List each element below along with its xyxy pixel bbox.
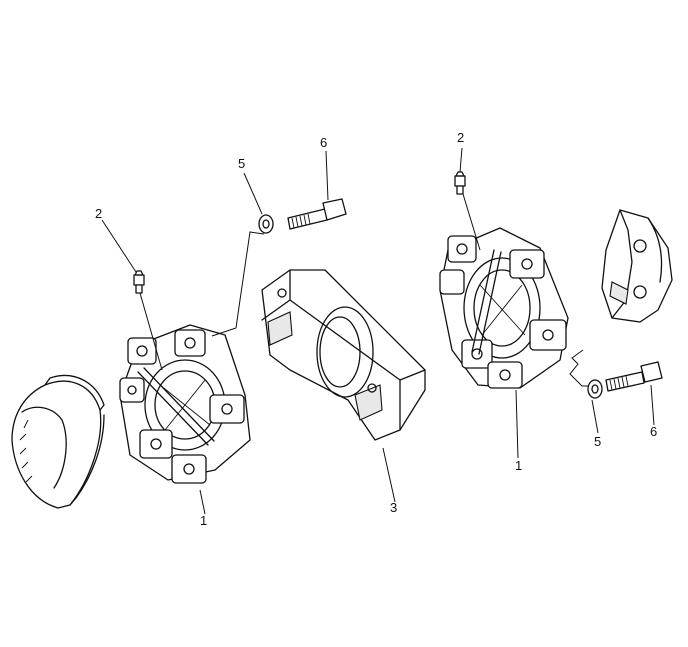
left-splined-flange (11, 374, 105, 509)
bottom-washer (587, 379, 603, 399)
callout-3: 3 (390, 500, 397, 515)
callout-1-right: 1 (515, 458, 522, 473)
callout-6-bottom: 6 (650, 424, 657, 439)
leader-lines (101, 147, 655, 515)
left-grease-fitting (133, 270, 145, 294)
bottom-bolt (605, 361, 663, 392)
callout-labels: 1 1 2 2 3 5 5 6 6 (95, 130, 657, 528)
top-washer (258, 214, 274, 234)
callout-2-left: 2 (95, 206, 102, 221)
right-flange (601, 209, 673, 323)
right-coupling (439, 227, 569, 389)
right-grease-fitting (454, 171, 466, 195)
left-coupling (119, 324, 251, 484)
callout-6-top: 6 (320, 135, 327, 150)
top-bolt (287, 198, 347, 230)
callout-1-left: 1 (200, 513, 207, 528)
callout-5-bottom: 5 (594, 434, 601, 449)
center-spider (261, 269, 426, 441)
callout-2-right: 2 (457, 130, 464, 145)
callout-5-top: 5 (238, 156, 245, 171)
